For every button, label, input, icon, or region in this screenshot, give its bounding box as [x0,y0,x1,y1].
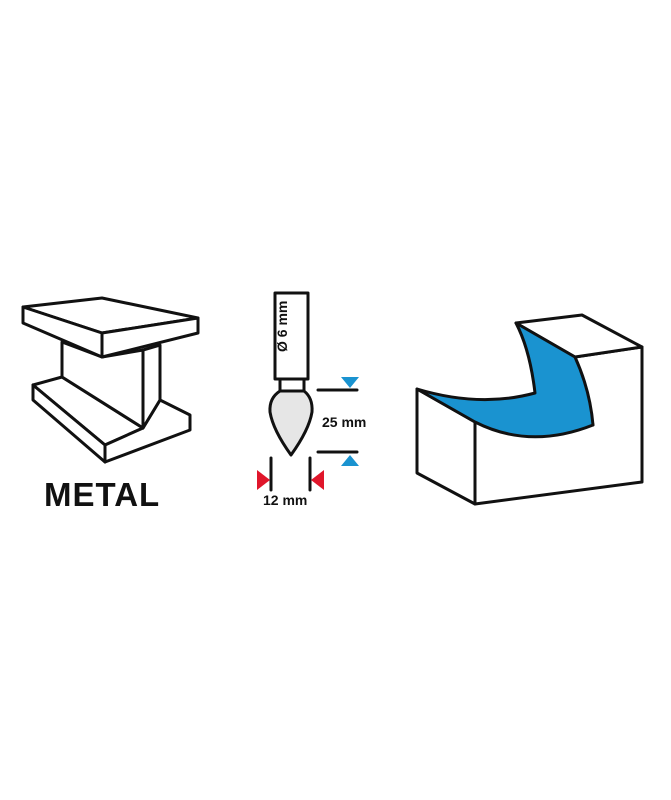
dimension-arrow-right [311,470,324,490]
shank-diameter-label: Ø 6 mm [274,300,290,352]
grinding-head [268,389,314,457]
head-diameter-label: 12 mm [263,492,308,508]
collar [278,377,306,393]
dimension-arrow-top [341,377,359,388]
curved-cut-surface [415,321,595,439]
dimension-arrow-left [257,470,270,490]
dimension-arrow-bottom [341,455,359,466]
contour-grinding-block-icon [415,313,644,506]
head-length-label: 25 mm [322,414,367,430]
i-beam-icon [21,296,200,464]
material-label: METAL [44,476,161,513]
mounted-point-bit-icon [257,291,359,492]
shank [273,291,310,381]
